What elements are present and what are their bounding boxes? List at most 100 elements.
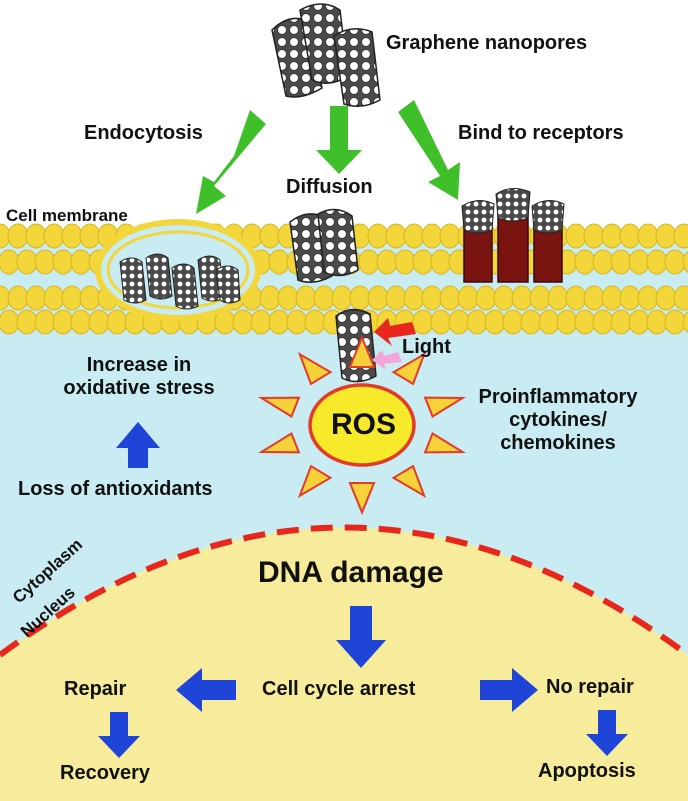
- norepair-to-apoptosis-arrow: [586, 710, 628, 756]
- lipid-head: [673, 223, 688, 249]
- lipid-head: [79, 285, 101, 311]
- lipid-head: [475, 285, 497, 311]
- lipid-head: [88, 309, 110, 335]
- lipid-head: [34, 309, 56, 335]
- lipid-head: [421, 285, 443, 311]
- graphene-in-vesicle: [119, 253, 241, 310]
- repair-to-recovery-arrow: [98, 712, 140, 758]
- graphene-diffusing: [289, 208, 359, 283]
- lipid-head: [286, 309, 308, 335]
- lipid-head: [52, 309, 74, 335]
- lipid-head: [664, 249, 686, 275]
- lipid-head: [79, 223, 101, 249]
- lipid-head: [439, 285, 461, 311]
- lipid-head: [412, 309, 434, 335]
- lipid-head: [511, 285, 533, 311]
- lipid-head: [538, 309, 560, 335]
- loss-to-stress-arrow: [116, 422, 160, 468]
- lipid-head: [529, 285, 551, 311]
- lipid-head: [592, 309, 614, 335]
- ros-ray: [257, 396, 301, 419]
- lipid-head: [628, 249, 650, 275]
- endocytosis-label: Endocytosis: [84, 122, 203, 144]
- lipid-head: [484, 309, 506, 335]
- lipid-head: [439, 223, 461, 249]
- lipid-head: [394, 249, 416, 275]
- ros-ray: [297, 464, 333, 498]
- lipid-head: [385, 285, 407, 311]
- lipid-head: [7, 285, 29, 311]
- lipid-head: [349, 285, 371, 311]
- graphene-nanopores-source: [271, 3, 381, 107]
- lipid-head: [655, 223, 677, 249]
- bind-to-receptors-label: Bind to receptors: [458, 122, 624, 144]
- dna-damage-label: DNA damage: [258, 556, 444, 589]
- lipid-head: [493, 285, 515, 311]
- lipid-head: [367, 285, 389, 311]
- lipid-head: [430, 249, 452, 275]
- lipid-head: [358, 249, 380, 275]
- ros-ray: [391, 352, 427, 386]
- lipid-head: [664, 309, 686, 335]
- ros-ray: [423, 431, 467, 454]
- lipid-head: [61, 285, 83, 311]
- lipid-head: [25, 285, 47, 311]
- lipid-head: [565, 223, 587, 249]
- lipid-head: [7, 223, 29, 249]
- bind-receptors-arrow: [398, 100, 460, 200]
- lipid-head: [43, 285, 65, 311]
- lipid-head: [646, 309, 668, 335]
- lipid-head: [682, 251, 688, 273]
- lipid-head: [556, 309, 578, 335]
- ros-rays: [257, 334, 467, 516]
- light-arrow: [372, 318, 416, 370]
- lipid-head: [403, 223, 425, 249]
- recovery-label: Recovery: [60, 762, 151, 784]
- lipid-head: [466, 309, 488, 335]
- lipid-head: [16, 249, 38, 275]
- dna-to-arrest-arrow: [336, 606, 386, 668]
- nucleus-region: [0, 527, 688, 801]
- oxidative-stress-label: Increase in oxidative stress: [32, 354, 246, 400]
- lipid-head: [502, 309, 524, 335]
- lipid-head: [34, 249, 56, 275]
- lipid-head: [61, 223, 83, 249]
- arrest-to-repair-arrow: [176, 668, 236, 712]
- diffusion-arrow: [316, 106, 362, 174]
- lipid-head: [682, 311, 688, 333]
- proinflammatory-line-1: Proinflammatory: [478, 386, 638, 408]
- lipid-head: [385, 223, 407, 249]
- lipid-head: [628, 309, 650, 335]
- lipid-head: [655, 285, 677, 311]
- arrest-to-norepair-arrow: [480, 668, 538, 712]
- lipid-head: [448, 309, 470, 335]
- lipid-head: [637, 285, 659, 311]
- lipid-head: [331, 285, 353, 311]
- receptors: [461, 188, 565, 283]
- light-label: Light: [402, 336, 451, 358]
- endocytosis-arrow: [196, 110, 266, 214]
- lipid-head: [619, 285, 641, 311]
- lipid-head: [250, 309, 272, 335]
- endocytosis-vesicle-inner: [106, 230, 250, 310]
- lipid-head: [268, 249, 290, 275]
- lipid-head: [547, 285, 569, 311]
- oxidative-stress-line-1: Increase in: [86, 354, 192, 376]
- lipid-head: [457, 285, 479, 311]
- lipid-head: [232, 309, 254, 335]
- lipid-head: [673, 285, 688, 311]
- apoptosis-label: Apoptosis: [538, 760, 636, 782]
- ros-core: [308, 383, 416, 467]
- lipid-head: [277, 285, 299, 311]
- lipid-head: [619, 223, 641, 249]
- lipid-head: [565, 285, 587, 311]
- lipid-head: [16, 309, 38, 335]
- ros-ray: [391, 464, 427, 498]
- lipid-head: [421, 223, 443, 249]
- cell-membrane-label: Cell membrane: [6, 206, 128, 225]
- nuclear-envelope: [0, 524, 688, 658]
- graphene-nanopores-label: Graphene nanopores: [386, 32, 588, 54]
- cell-cycle-arrest-label: Cell cycle arrest: [262, 678, 416, 700]
- lipid-head: [601, 285, 623, 311]
